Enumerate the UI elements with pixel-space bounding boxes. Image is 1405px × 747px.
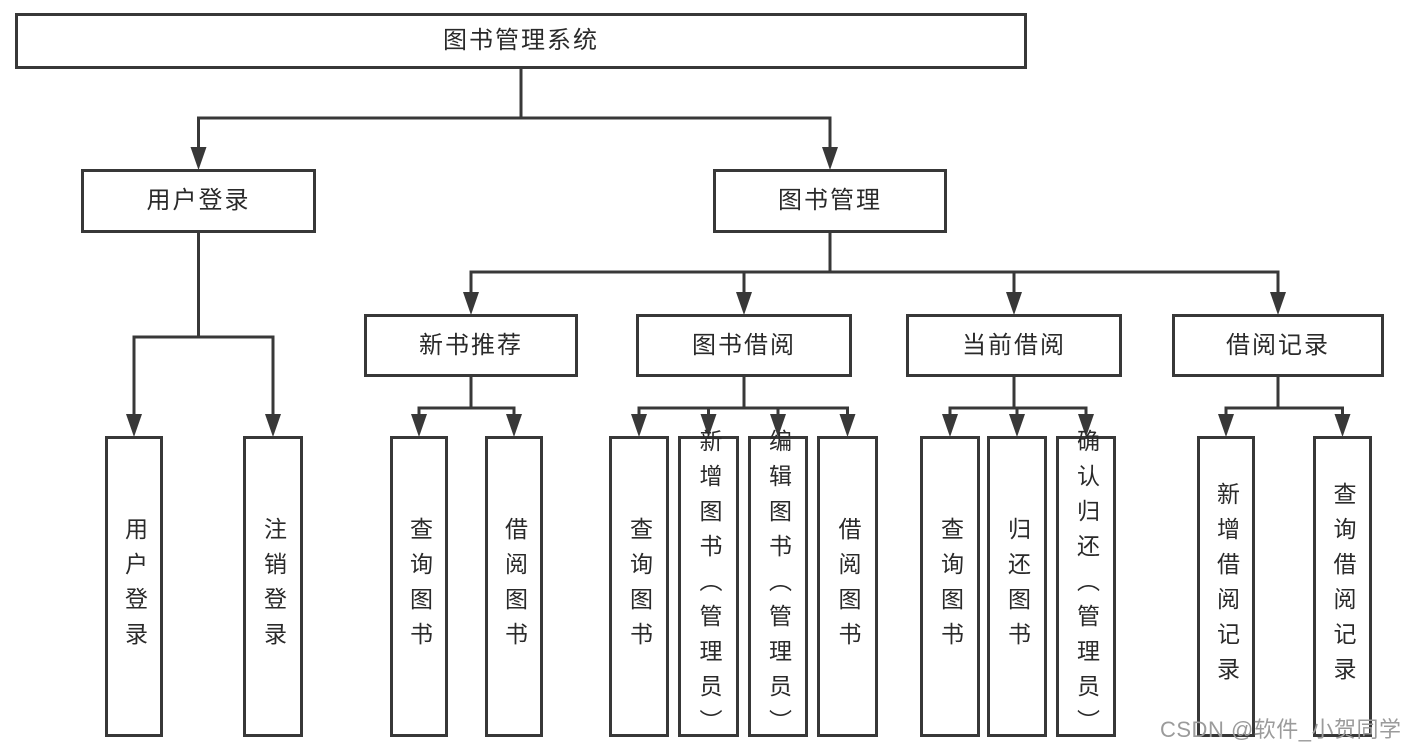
arrowhead-icon	[506, 414, 522, 437]
node-borrow-records: 借阅记录	[1172, 314, 1384, 377]
node-borrow-books-recommend: 借阅图书	[485, 436, 543, 737]
arrowhead-icon	[631, 414, 647, 437]
node-label: 借阅图书	[835, 516, 861, 657]
arrowhead-icon	[1334, 414, 1351, 437]
node-return-books: 归还图书	[987, 436, 1047, 737]
node-label: 查询图书	[626, 516, 653, 657]
node-book-borrow: 图书借阅	[636, 314, 852, 377]
connector-path	[132, 66, 1344, 420]
node-label: 新增借阅记录	[1213, 481, 1240, 692]
node-label: 图书借阅	[692, 331, 796, 359]
node-book-mgmt: 图书管理	[713, 169, 947, 233]
node-label: 借阅图书	[501, 516, 528, 657]
node-label: 借阅记录	[1226, 331, 1330, 359]
arrowhead-icon	[190, 147, 207, 170]
arrowhead-icon	[700, 414, 717, 437]
arrowhead-icon	[942, 414, 958, 437]
node-add-borrow-record: 新增借阅记录	[1197, 436, 1255, 737]
node-label: 查询借阅记录	[1330, 481, 1356, 692]
arrowhead-icon	[770, 414, 786, 437]
node-user-login-op: 用户登录	[105, 436, 163, 737]
node-label: 图书管理	[778, 187, 882, 214]
arrowhead-icon	[265, 414, 281, 437]
node-label: 归还图书	[1004, 516, 1031, 657]
node-user-login: 用户登录	[81, 169, 316, 233]
node-query-books-current: 查询图书	[920, 436, 980, 737]
node-label: 用户登录	[121, 516, 148, 657]
node-label: 确认归还（管理员）	[1073, 429, 1100, 744]
node-query-books-recommend: 查询图书	[390, 436, 448, 737]
arrowhead-icon	[1218, 414, 1234, 437]
arrowhead-icon	[1078, 414, 1094, 437]
node-query-borrow-record: 查询借阅记录	[1313, 436, 1372, 737]
arrowhead-icon	[839, 414, 856, 437]
arrowhead-icon	[411, 414, 427, 437]
node-add-books-admin: 新增图书（管理员）	[678, 429, 739, 744]
node-label: 新增图书（管理员）	[696, 429, 722, 744]
node-edit-books-admin: 编辑图书（管理员）	[748, 429, 808, 744]
node-label: 编辑图书（管理员）	[765, 429, 792, 744]
node-logout-op: 注销登录	[243, 436, 303, 737]
node-borrow-books-borrow: 借阅图书	[817, 436, 878, 737]
arrowhead-icon	[1270, 292, 1286, 315]
arrowhead-icon	[736, 292, 752, 315]
arrowhead-icon	[822, 147, 838, 170]
node-label: 注销登录	[260, 516, 287, 657]
node-label: 查询图书	[406, 516, 433, 657]
node-confirm-return-admin: 确认归还（管理员）	[1056, 429, 1116, 744]
node-label: 用户登录	[146, 187, 251, 214]
arrowhead-icon	[126, 414, 142, 437]
node-query-books-borrow: 查询图书	[609, 436, 669, 737]
node-label: 当前借阅	[962, 331, 1066, 359]
node-label: 查询图书	[937, 516, 964, 657]
node-label: 图书管理系统	[443, 27, 599, 54]
arrowhead-icon	[1006, 292, 1022, 315]
arrowhead-icon	[463, 292, 479, 315]
node-current-borrow: 当前借阅	[906, 314, 1122, 377]
node-new-book-rec: 新书推荐	[364, 314, 578, 377]
node-label: 新书推荐	[419, 331, 523, 359]
node-root: 图书管理系统	[15, 13, 1027, 69]
arrowhead-icon	[1009, 414, 1025, 437]
watermark-text: CSDN @软件_小贺同学	[1160, 717, 1402, 742]
